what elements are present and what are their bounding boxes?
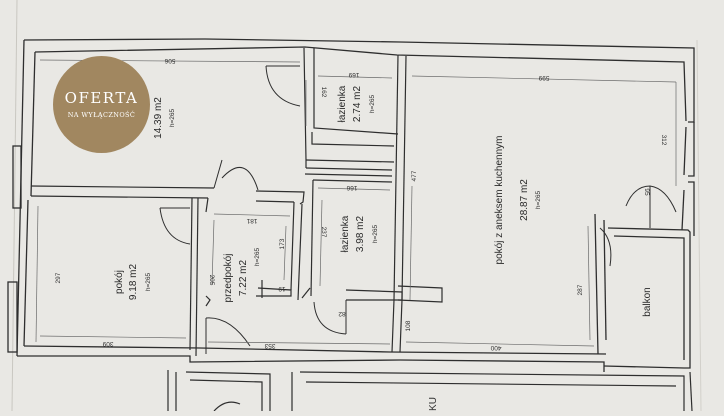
paper-edge bbox=[11, 0, 18, 412]
room-area: 9.18 m2 bbox=[128, 263, 139, 300]
dim-label: 599 bbox=[538, 74, 549, 81]
dim-label: 477 bbox=[411, 170, 418, 181]
dim-label: 287 bbox=[577, 284, 584, 295]
dim-label: 181 bbox=[246, 217, 257, 224]
lower-unit-label: KU bbox=[428, 397, 439, 411]
dim-label: 312 bbox=[660, 135, 667, 146]
dim-label: 166 bbox=[346, 184, 357, 191]
badge-subtitle: NA WYŁĄCZNOŚĆ bbox=[67, 110, 136, 119]
room-name: przedpokój bbox=[223, 254, 234, 303]
room-height: h=265 bbox=[369, 94, 376, 113]
room-height: h=265 bbox=[254, 247, 261, 266]
room-bedroom-top: 14.39 m2 h=265 bbox=[153, 97, 176, 139]
room-bedroom-left: pokój 9.18 m2 h=265 bbox=[114, 263, 152, 300]
dim-label: 82 bbox=[338, 310, 346, 317]
dim-label: 237 bbox=[320, 227, 327, 238]
dim-label: 400 bbox=[490, 344, 501, 351]
dim-label: 162 bbox=[320, 87, 327, 98]
dim-label: 19 bbox=[278, 285, 286, 292]
dim-label: 506 bbox=[164, 57, 175, 64]
dim-label: 309 bbox=[102, 340, 113, 347]
room-living-kitchen: pokój z aneksem kuchennym 28.87 m2 h=265 bbox=[494, 136, 542, 265]
room-height: h=265 bbox=[372, 224, 379, 243]
room-name: pokój bbox=[114, 270, 125, 294]
interior-walls bbox=[30, 47, 443, 357]
room-height: h=265 bbox=[145, 272, 152, 291]
room-height: h=265 bbox=[535, 190, 542, 209]
room-name: łazienka bbox=[340, 215, 351, 252]
dimension-labels: 506 169 162 599 312 477 166 237 181 173 … bbox=[55, 57, 667, 351]
room-height: h=265 bbox=[169, 108, 176, 127]
dim-label: 353 bbox=[264, 342, 275, 349]
door-swings bbox=[159, 65, 677, 354]
room-hall: przedpokój 7.22 m2 h=265 bbox=[223, 247, 261, 302]
outer-walls bbox=[7, 38, 695, 372]
room-bath-mid: łazienka 3.98 m2 h=265 bbox=[340, 215, 379, 252]
exclusive-offer-badge: OFERTA NA WYŁĄCZNOŚĆ bbox=[53, 56, 150, 153]
room-area: 2.74 m2 bbox=[352, 85, 363, 122]
room-name: balkon bbox=[642, 287, 653, 316]
room-area: 7.22 m2 bbox=[238, 259, 249, 296]
lower-unit-walls bbox=[167, 370, 693, 412]
dim-label: 108 bbox=[405, 320, 412, 331]
dim-label: 95 bbox=[643, 188, 650, 196]
dim-label: 297 bbox=[55, 272, 62, 283]
room-name: łazienka bbox=[337, 85, 348, 122]
dimension-lines bbox=[35, 59, 677, 347]
dim-label: 169 bbox=[348, 71, 359, 78]
room-area: 28.87 m2 bbox=[519, 179, 530, 221]
room-bath-top: łazienka 2.74 m2 h=265 bbox=[337, 85, 376, 122]
paper-edge bbox=[696, 39, 702, 412]
room-name: pokój z aneksem kuchennym bbox=[494, 136, 505, 265]
dim-label: 173 bbox=[279, 238, 286, 249]
room-area: 14.39 m2 bbox=[153, 97, 164, 139]
room-balcony: balkon bbox=[642, 287, 653, 316]
dim-label: 205 bbox=[208, 275, 215, 286]
room-area: 3.98 m2 bbox=[355, 215, 366, 252]
badge-title: OFERTA bbox=[64, 88, 139, 107]
